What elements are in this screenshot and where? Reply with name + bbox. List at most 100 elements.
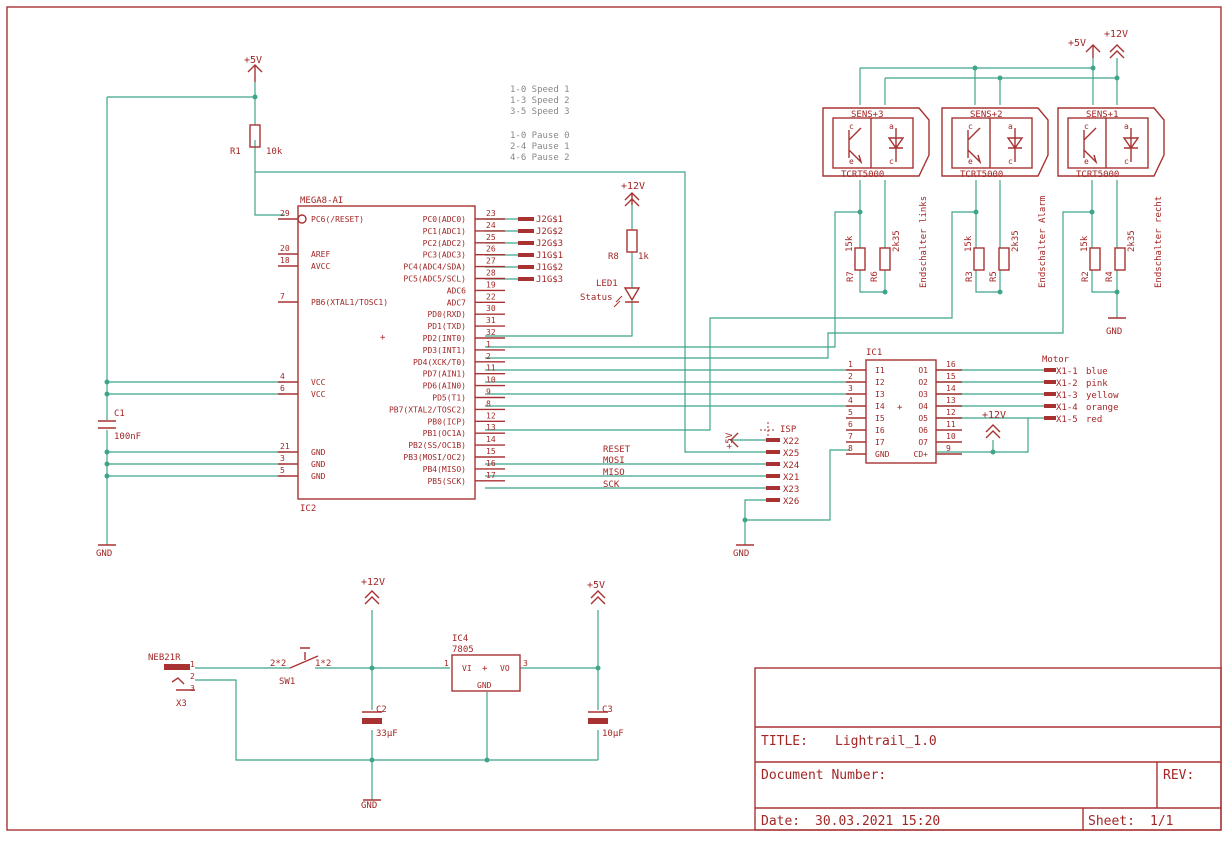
isp-pin-label: X25 — [783, 449, 799, 459]
mcu-pin-name: PB3(MOSI/OC2) — [403, 453, 466, 462]
svg-text:1: 1 — [190, 660, 195, 669]
supply-5v-top: +5V — [244, 55, 263, 82]
svg-text:+: + — [482, 664, 488, 674]
svg-text:Status: Status — [580, 293, 613, 303]
svg-text:+12V: +12V — [361, 577, 385, 588]
driver-pin-name: O1 — [918, 366, 928, 375]
motor-pin-label: X1-4 — [1056, 403, 1078, 413]
isp-pin — [766, 438, 780, 442]
mcu-pin-number: 8 — [486, 399, 491, 408]
mcu-right-pins: 23PC0(ADC0)24PC1(ADC1)25PC2(ADC2)26PC3(A… — [389, 209, 505, 486]
mcu-pin-number: 4 — [280, 372, 285, 381]
motor-wire-color: pink — [1086, 379, 1108, 389]
motor-wire-color: yellow — [1086, 391, 1119, 401]
gnd-power: GND — [361, 799, 381, 811]
svg-text:RESET: RESET — [603, 445, 631, 455]
resistor-name: R4 — [1105, 271, 1115, 282]
driver-pin-number: 16 — [946, 360, 956, 369]
sensor-resistor-b — [1114, 247, 1126, 271]
jumper-pin — [518, 229, 534, 233]
driver-pin-name: I2 — [875, 378, 885, 387]
pin-letter: c — [1124, 157, 1129, 166]
svg-text:X3: X3 — [176, 699, 187, 709]
led-status: LED1 Status — [580, 279, 641, 308]
mcu-pin-number: 24 — [486, 221, 496, 230]
mcu-pin-name: PD0(RXD) — [427, 310, 466, 319]
motor-pin-label: X1-3 — [1056, 391, 1078, 401]
svg-text:+12V: +12V — [621, 181, 645, 192]
svg-text:IC2: IC2 — [300, 504, 316, 514]
driver-pin-number: 12 — [946, 408, 956, 417]
driver-pin-number: 5 — [848, 408, 853, 417]
resistor-value: 15k — [1080, 235, 1090, 252]
svg-text:SW1: SW1 — [279, 677, 295, 687]
svg-text:GND: GND — [361, 801, 377, 811]
motor-pin-label: X1-1 — [1056, 367, 1078, 377]
svg-text:GND: GND — [96, 549, 112, 559]
jumper-label: J1G$1 — [536, 251, 563, 261]
driver-pin-number: 3 — [848, 384, 853, 393]
mcu-pin-name: PC2(ADC2) — [423, 239, 466, 248]
mcu-pin-number: 19 — [486, 280, 496, 289]
regulator-ic4: IC4 7805 VI VO GND 1 3 + — [444, 634, 528, 692]
svg-text:MEGA8-AI: MEGA8-AI — [300, 196, 343, 206]
resistor-name: R7 — [846, 271, 856, 282]
mcu-pin-name: ADC7 — [447, 298, 466, 307]
mcu-pin-name: PC6(/RESET) — [311, 215, 364, 224]
mcu-pin-name: GND — [311, 448, 326, 457]
svg-text:+5V: +5V — [725, 432, 735, 449]
pin-letter: a — [889, 122, 894, 131]
pin-letter: e — [1084, 157, 1089, 166]
svg-text:IC4: IC4 — [452, 634, 468, 644]
driver-pin-number: 7 — [848, 432, 853, 441]
motor-pin — [1044, 368, 1056, 372]
mcu-pin-number: 2 — [486, 352, 491, 361]
sensor-resistor-b — [998, 247, 1010, 271]
mcu-pin-number: 26 — [486, 245, 496, 254]
mcu-ic2: MEGA8-AI IC2 + 29PC6(/RESET)20AREF18AVCC… — [278, 196, 505, 514]
title-block: TITLE: Lightrail_1.0 Document Number: RE… — [754, 667, 1222, 831]
sheet-label: Sheet: — [1088, 814, 1135, 829]
isp-pin — [766, 486, 780, 490]
pin-letter: c — [889, 157, 894, 166]
motor-pin-label: X1-2 — [1056, 379, 1078, 389]
driver-pin-name: I7 — [875, 438, 885, 447]
svg-text:1-3 Speed 2: 1-3 Speed 2 — [510, 96, 570, 106]
supply-12v-driver: +12V — [982, 410, 1006, 439]
svg-text:GND: GND — [477, 681, 492, 690]
pin-letter: e — [968, 157, 973, 166]
motor-wire-color: blue — [1086, 367, 1108, 377]
sensor-resistor-a — [1089, 247, 1101, 271]
supply-5v-sensors: +5V — [1068, 38, 1101, 58]
sensor-label: Endschalter Alarm — [1038, 196, 1048, 288]
mcu-pin-name: GND — [311, 460, 326, 469]
switch-sw1: 2*2 1*2 SW1 — [270, 647, 331, 687]
svg-text:+12V: +12V — [982, 410, 1006, 421]
pin-letter: c — [849, 122, 854, 131]
mcu-pin-name: PC5(ADC5/SCL) — [403, 275, 466, 284]
mcu-pin-number: 1 — [486, 340, 491, 349]
reset-inverter-bubble — [297, 214, 307, 224]
resistor-name: R2 — [1081, 271, 1091, 282]
motor-wire-color: red — [1086, 415, 1102, 425]
driver-pin-number: 13 — [946, 396, 956, 405]
capacitor-c1: C1 100nF — [98, 409, 141, 442]
svg-text:33µF: 33µF — [376, 729, 398, 739]
mcu-pin-number: 5 — [280, 466, 285, 475]
mcu-pin-number: 6 — [280, 384, 285, 393]
isp-pin — [766, 450, 780, 454]
resistor-name: R6 — [870, 271, 880, 282]
supply-5v-power: +5V — [587, 580, 606, 605]
svg-text:R8: R8 — [608, 252, 619, 262]
mcu-pin-number: 11 — [486, 364, 496, 373]
mcu-pin-name: PD3(INT1) — [423, 346, 466, 355]
mcu-pin-number: 3 — [280, 454, 285, 463]
mcu-pin-name: VCC — [311, 378, 326, 387]
svg-text:7805: 7805 — [452, 645, 474, 655]
mcu-pin-number: 31 — [486, 316, 496, 325]
sheet-value: 1/1 — [1150, 814, 1173, 829]
